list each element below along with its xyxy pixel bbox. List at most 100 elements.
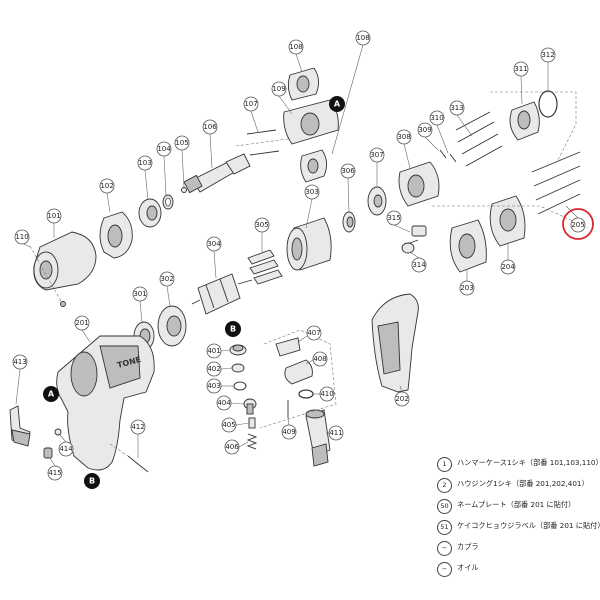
highlight-ring-205 [562,208,594,240]
svg-text:313: 313 [450,104,463,112]
part-407-cap [275,337,301,357]
part-313-bolts [455,111,503,167]
svg-text:311: 311 [514,65,527,73]
svg-text:108: 108 [356,34,369,42]
label-406: 406 [224,439,240,455]
part-305-blades [247,249,283,285]
label-402: 402 [206,361,222,377]
label-304: 304 [206,236,222,252]
label-104: 104 [156,141,172,157]
svg-text:305: 305 [255,221,268,229]
part-312-o-ring [538,90,558,118]
part-307-rear-plate [367,186,387,216]
part-110-screw [29,245,66,307]
part-204-back-plate [489,195,526,247]
label-105: 105 [174,135,190,151]
label-313: 313 [449,100,465,116]
label-311: 311 [513,61,529,77]
svg-text:409: 409 [282,428,295,436]
part-302-front-plate [157,305,187,347]
svg-text:312: 312 [541,51,554,59]
label-413: 413 [12,354,28,370]
label-102: 102 [99,178,115,194]
label-408: 408 [312,351,328,367]
label-205: 205 [570,217,586,233]
svg-text:403: 403 [207,382,220,390]
part-314-spring [401,242,415,254]
alignment-frame [490,91,577,161]
label-309: 309 [417,122,433,138]
svg-text:A: A [334,100,341,109]
part-202-grip [371,293,419,393]
label-305: 305 [254,217,270,233]
label-401: 401 [206,343,222,359]
part-413-reverse-lever [9,405,31,447]
svg-text:203: 203 [460,284,473,292]
svg-text:302: 302 [160,275,173,283]
part-401-valve-seat [229,344,247,356]
legend-row: 50 ネームプレート（部番 201 に貼付） [437,497,597,518]
label-407: 407 [306,325,322,341]
label-308: 308 [396,129,412,145]
part-101-hammer-case [33,231,97,291]
part-308-valve-housing [398,161,440,207]
label-403: 403 [206,378,222,394]
marker-b-housing: B [84,473,100,489]
part-405-stem [248,417,256,429]
marker-b-valve: B [225,321,241,337]
label-302: 302 [159,271,175,287]
label-103: 103 [137,155,153,171]
svg-text:411: 411 [329,429,342,437]
parts-legend: 1 ハンマーケース1シキ（部番 101,103,110） 2 ハウジング1シキ（… [437,455,600,581]
svg-text:106: 106 [203,123,217,131]
part-201-housing: TONE [56,335,155,471]
legend-text: オイル [457,563,479,572]
label-110: 110 [14,229,30,245]
marker-a-top: A [329,96,345,112]
part-402-seal [231,363,245,373]
svg-text:108: 108 [289,43,302,51]
svg-text:202: 202 [395,395,408,403]
label-405: 405 [221,417,237,433]
alignment-frame-2 [432,205,589,229]
svg-text:B: B [89,477,95,486]
legend-text: ハウジング1シキ（部番 201,202,401） [457,479,589,488]
label-414: 414 [58,441,74,457]
label-306: 306 [340,163,356,179]
svg-text:402: 402 [207,365,220,373]
label-315: 315 [386,210,402,226]
svg-text:109: 109 [272,85,285,93]
label-201: 201 [74,315,90,331]
part-309-pin [439,149,447,159]
svg-text:201: 201 [75,319,88,327]
legend-row: 51 ケイコクヒョウジラベル（部番 201 に貼付） [437,518,600,539]
label-312: 312 [540,47,556,63]
legend-number: − [437,562,452,577]
legend-number: 51 [437,520,452,535]
part-303-cylinder [286,217,332,271]
svg-text:412: 412 [131,423,144,431]
svg-text:B: B [230,325,236,334]
svg-text:404: 404 [217,399,231,407]
label-301: 301 [132,286,148,302]
legend-row: 1 ハンマーケース1シキ（部番 101,103,110） [437,455,600,476]
label-412: 412 [130,419,146,435]
label-101: 101 [46,208,62,224]
part-103-bushing [138,198,162,228]
part-104-o-ring [162,194,174,210]
svg-text:A: A [48,390,55,399]
part-414-pin [54,428,62,436]
label-409: 409 [281,424,297,440]
svg-text:308: 308 [397,133,410,141]
svg-text:304: 304 [207,240,221,248]
label-108-top: 108 [288,39,304,55]
svg-text:103: 103 [138,159,151,167]
svg-text:405: 405 [222,421,235,429]
part-403-o-ring [233,381,247,391]
part-105-ball [181,187,187,193]
part-415-spring [43,447,53,459]
part-411-inlet [305,409,331,467]
legend-number: 50 [437,499,452,514]
part-109-hammer-frame [283,99,339,145]
